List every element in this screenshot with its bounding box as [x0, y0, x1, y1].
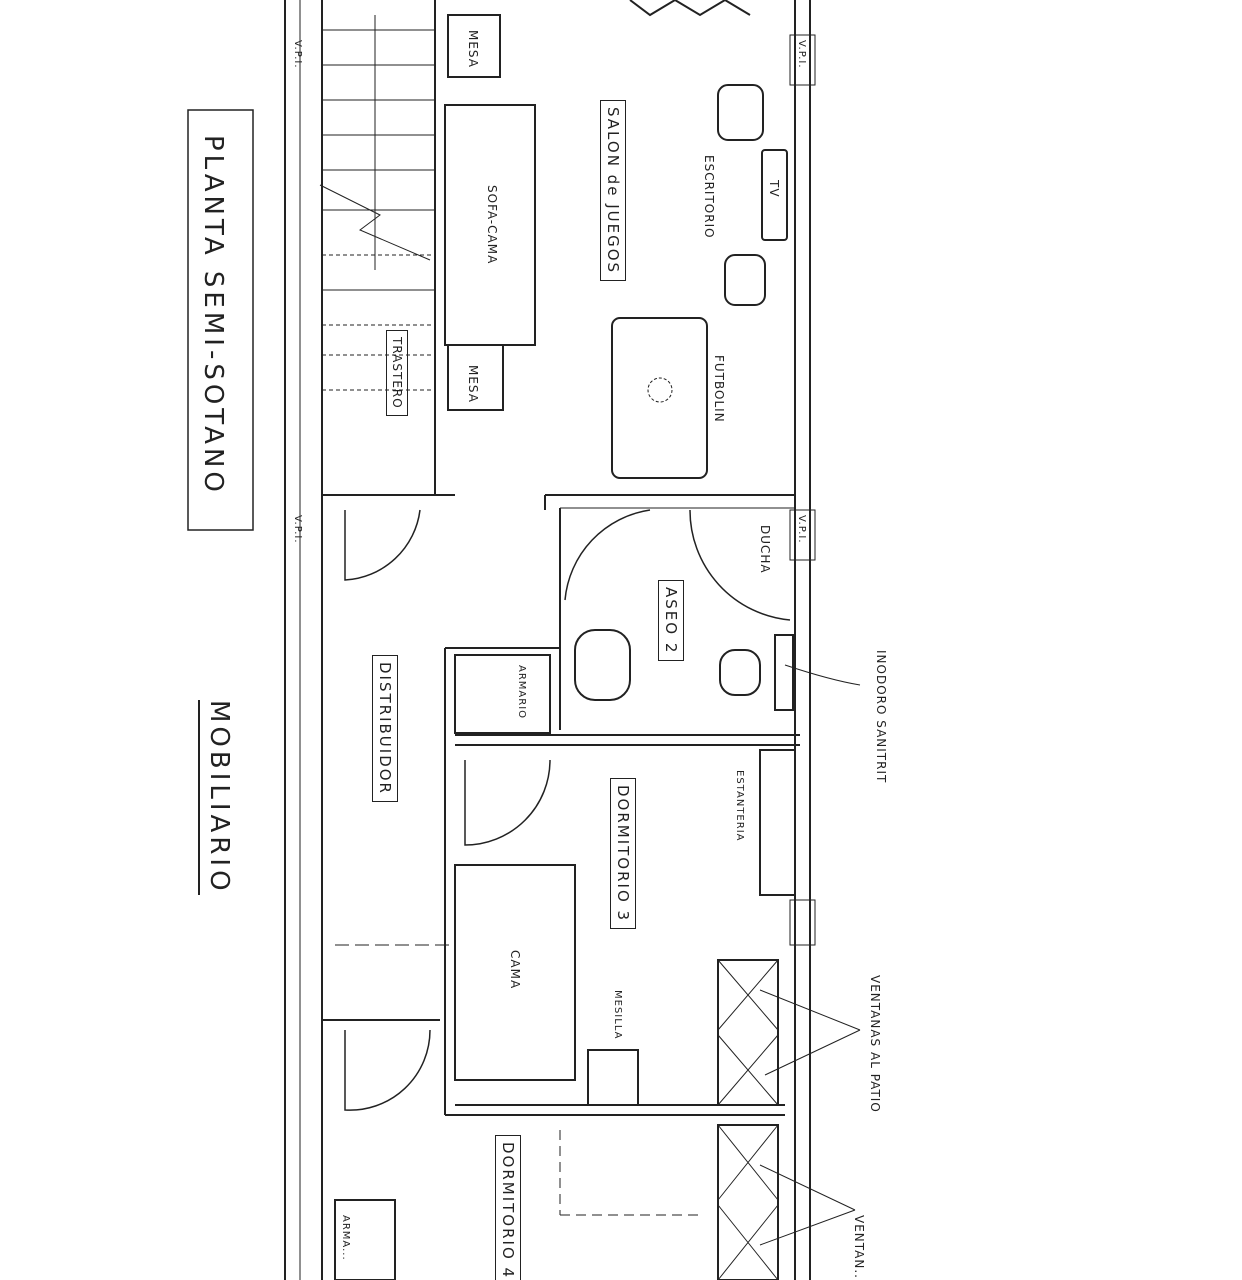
- tv: [761, 149, 788, 241]
- futbolin-table: [611, 317, 708, 479]
- staircase: [319, 0, 436, 495]
- label-cama: CAMA: [508, 950, 522, 990]
- door-aseo: [564, 509, 651, 601]
- door-dormitorio4: [344, 1029, 431, 1111]
- label-armario-2: ARMA...: [340, 1215, 351, 1261]
- mesa-1: [447, 14, 501, 78]
- label-mesa-2: MESA: [466, 365, 480, 403]
- leader-inodoro: [784, 664, 861, 686]
- armario: [454, 654, 551, 734]
- label-escritorio: ESCRITORIO: [702, 155, 716, 239]
- label-futbolin: FUTBOLIN: [712, 355, 726, 423]
- sanitrit: [774, 634, 794, 711]
- plan-title: PLANTA SEMI-SOTANO: [198, 135, 228, 496]
- room-dormitorio3: DORMITORIO 3: [610, 778, 636, 930]
- cama: [454, 864, 576, 1081]
- room-dormitorio4: DORMITORIO 4: [495, 1135, 521, 1280]
- label-ventanas-patio: VENTANAS AL PATIO: [868, 975, 882, 1113]
- armario-2: [334, 1199, 396, 1280]
- label-vpi-1: V.P.I.: [292, 40, 303, 69]
- label-sofa: SOFA-CAMA: [485, 185, 499, 265]
- label-inodoro-sanitrit: INODORO SANITRIT: [874, 650, 888, 784]
- inodoro: [719, 649, 761, 696]
- label-mesa-1: MESA: [466, 30, 480, 68]
- label-ducha: DUCHA: [758, 525, 772, 574]
- label-mesilla: MESILLA: [612, 990, 623, 1040]
- lavabo: [574, 629, 631, 701]
- label-vpi-4: V.P.I.: [796, 515, 807, 544]
- plan-subtitle: MOBILIARIO: [198, 700, 234, 895]
- sofa-cama: [444, 104, 536, 346]
- shower-screen: [689, 509, 791, 621]
- room-trastero: TRASTERO: [386, 330, 408, 416]
- chair-1: [717, 84, 764, 141]
- label-armario: ARMARIO: [516, 665, 527, 720]
- label-tv: TV: [767, 180, 781, 198]
- room-aseo: ASEO 2: [658, 580, 684, 662]
- label-vpi-3: V.P.I.: [796, 40, 807, 69]
- chair-2: [724, 254, 766, 306]
- estanteria: [759, 749, 796, 896]
- ventana-2: [717, 1124, 779, 1280]
- room-distribuidor: DISTRIBUIDOR: [372, 655, 398, 802]
- mesilla: [587, 1049, 639, 1106]
- label-vpi-2: V.P.I.: [292, 515, 303, 544]
- ventana-1: [717, 959, 779, 1106]
- door-dormitorio3: [464, 759, 551, 846]
- door-distribuidor: [344, 509, 421, 581]
- room-salon: SALON de JUEGOS: [600, 100, 626, 282]
- title-box: [187, 109, 254, 531]
- radiator: [629, 0, 751, 17]
- label-ventanas-2: VENTAN...: [852, 1215, 866, 1280]
- label-estanteria: ESTANTERIA: [734, 770, 745, 842]
